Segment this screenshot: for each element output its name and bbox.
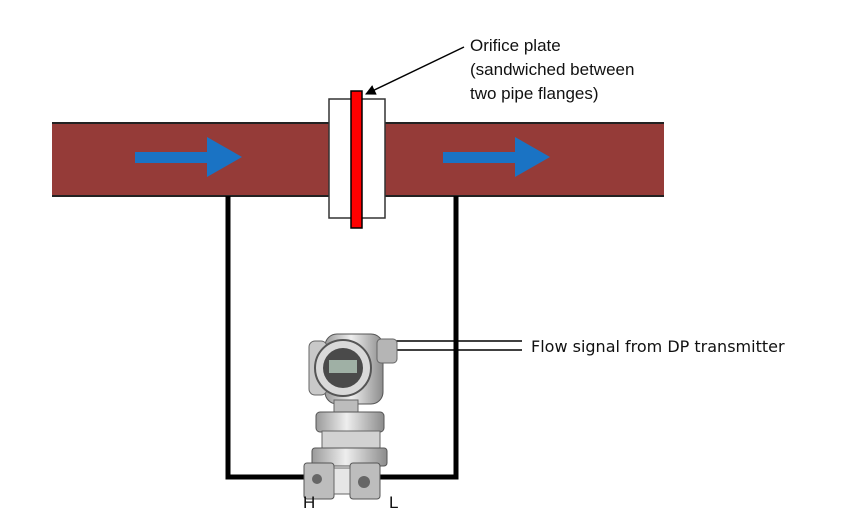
port-label-low: L	[389, 493, 398, 512]
flow-arrow-icon	[443, 137, 550, 177]
orifice-plate	[350, 90, 363, 229]
impulse-line-low	[372, 196, 459, 480]
orifice-label-line-2: (sandwiched between	[470, 60, 634, 79]
orifice-leader-line	[365, 46, 465, 95]
impulse-line-high	[225, 196, 312, 480]
orifice-label-line-1: Orifice plate	[470, 36, 561, 55]
signal-label: Flow signal from DP transmitter	[531, 337, 785, 356]
dp-transmitter-icon	[303, 333, 398, 500]
flow-arrow-icon	[135, 137, 242, 177]
orifice-label-line-3: two pipe flanges)	[470, 84, 599, 103]
port-label-high: H	[303, 493, 315, 512]
